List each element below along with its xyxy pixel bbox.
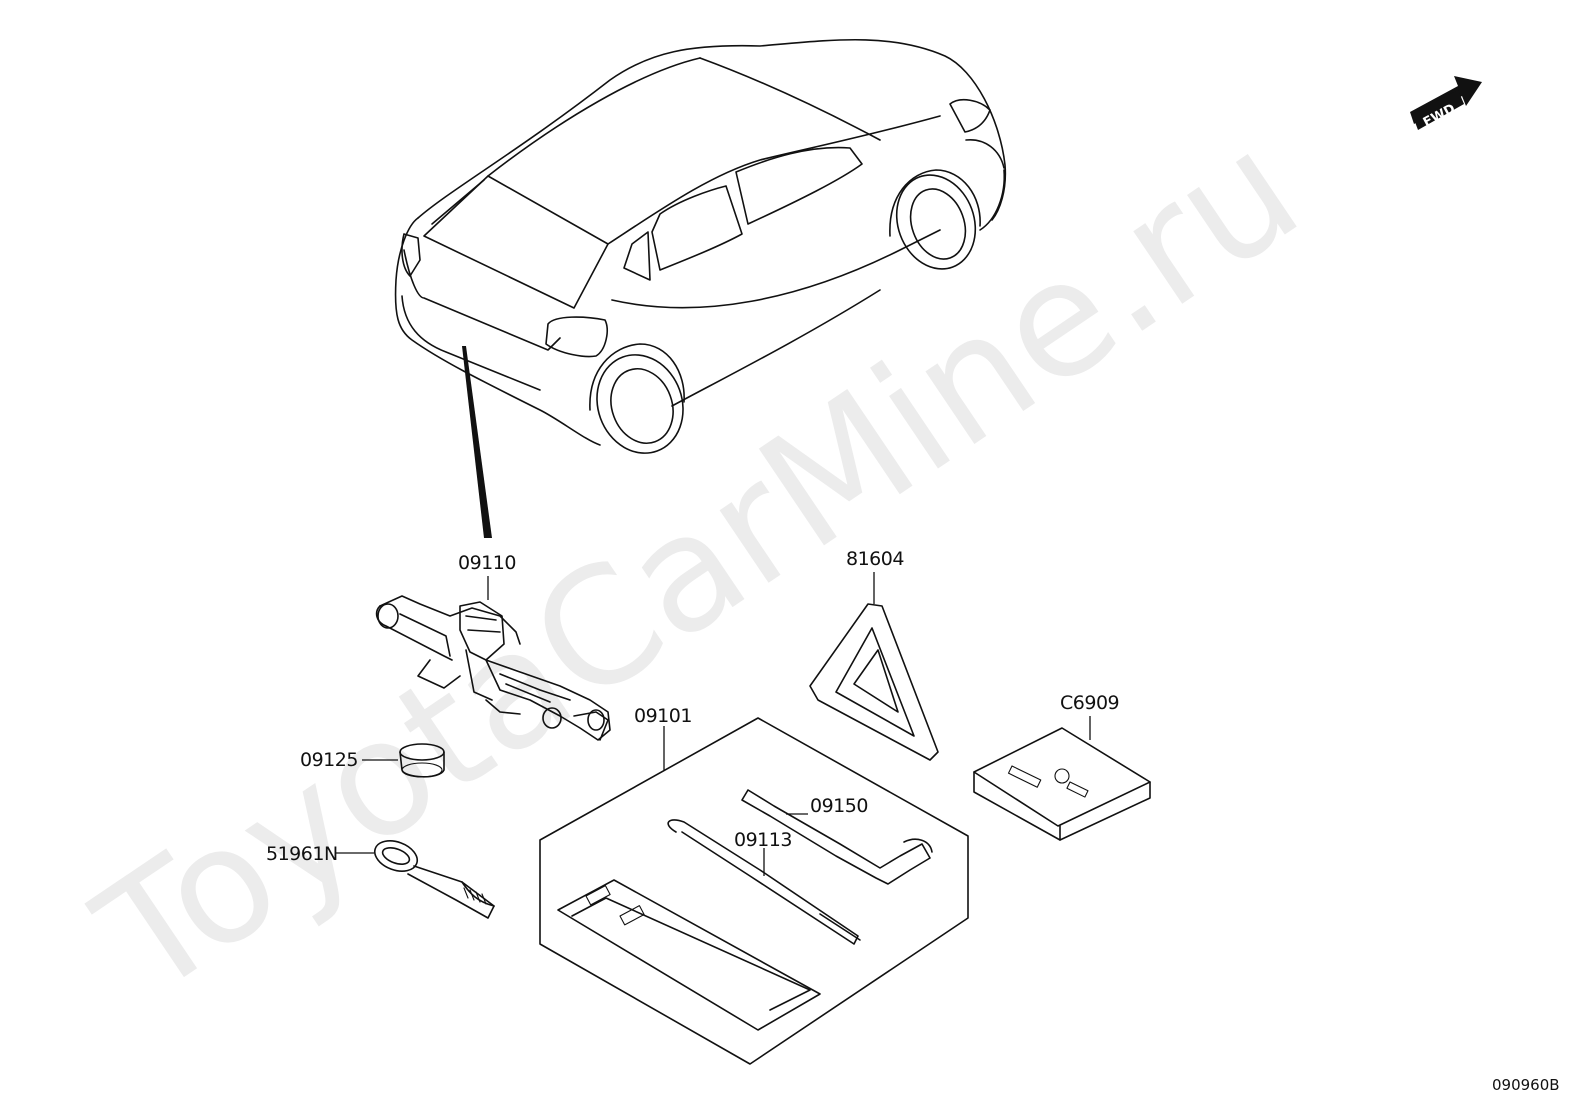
callout-09101: 09101 xyxy=(634,705,692,727)
callout-81604: 81604 xyxy=(846,548,904,570)
watermark: ToyotaCarMine.ru xyxy=(66,95,1330,1032)
callout-51961N: 51961N xyxy=(266,843,338,865)
car-illustration xyxy=(394,38,1007,454)
callout-09110: 09110 xyxy=(458,552,516,574)
location-pointer xyxy=(462,346,492,538)
callout-C6909: C6909 xyxy=(1060,692,1119,714)
callout-09150: 09150 xyxy=(810,795,868,817)
scissor-jack xyxy=(375,595,611,741)
warning-triangle xyxy=(809,603,939,761)
first-aid-kit xyxy=(973,727,1151,841)
fwd-arrow-icon: FWD xyxy=(1410,76,1482,131)
tool-kit-panel xyxy=(539,717,969,1065)
callout-09125: 09125 xyxy=(300,749,358,771)
tow-hook xyxy=(373,840,495,919)
jack-ring xyxy=(399,743,445,778)
diagram-code: 090960B xyxy=(1492,1076,1560,1094)
callout-09113: 09113 xyxy=(734,829,792,851)
